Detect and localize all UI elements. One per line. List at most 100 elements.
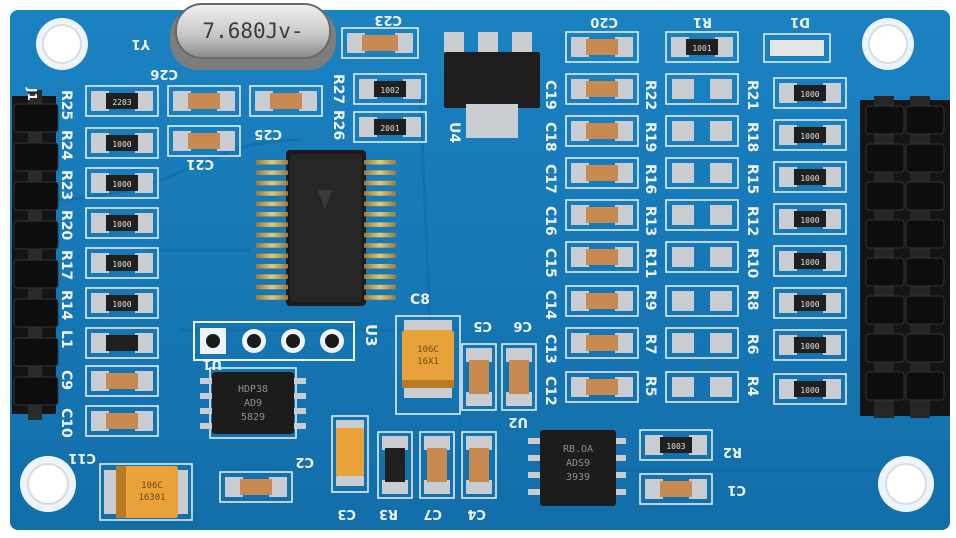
pin-header-icon [865, 181, 905, 211]
left-capacitor-7 [85, 365, 159, 397]
mid-r-label-2: R16 [642, 164, 658, 194]
label-d1: D1 [790, 14, 810, 29]
chip-pin [256, 232, 288, 238]
mid-c-label-1: C18 [542, 122, 558, 152]
mid-capacitor-5 [565, 241, 639, 273]
c11-marking-2: 16301 [138, 493, 165, 503]
left-resistor-0-code: 2203 [112, 98, 131, 107]
pin-header-icon [13, 220, 59, 250]
ic-chip-icon [286, 150, 366, 306]
mounting-hole-icon [36, 18, 88, 70]
pin-header-icon [13, 142, 59, 172]
mid-c-label-0: C19 [542, 80, 558, 110]
chip-pin [364, 212, 396, 217]
left-ref-label-0: R25 [58, 90, 74, 120]
left-ref-label-6: L1 [58, 330, 74, 349]
mid-r-label-5: R9 [642, 290, 658, 311]
pin-header-icon [13, 298, 59, 328]
resistor-r26: 2001 [353, 111, 427, 143]
label-c6: C6 [513, 318, 532, 333]
left-ref-label-7: C9 [58, 370, 74, 390]
chip-pin [364, 180, 396, 186]
left-resistor-1-code: 1000 [112, 140, 131, 149]
chip-pin [364, 232, 396, 238]
pin-header-icon [865, 219, 905, 249]
right-resistor-5: 1000 [773, 287, 847, 319]
chip-pin [256, 201, 288, 207]
mid-c-label-4: C15 [542, 248, 558, 278]
mid-c-label-3: C16 [542, 206, 558, 236]
u2-marking-1: RB.OA [563, 444, 593, 455]
mid-r-label-7: R5 [642, 376, 658, 397]
ic-chip-icon: RB.OA ADS9 3939 [528, 430, 626, 506]
right-r-label-5: R8 [744, 290, 760, 311]
capacitor-c21 [167, 125, 241, 157]
mid-c-label-5: C14 [542, 290, 558, 320]
label-c11: C11 [68, 450, 96, 465]
mid-empty-pair-6 [665, 285, 739, 317]
chip-pin [364, 284, 396, 290]
mid-r-label-6: R7 [642, 334, 658, 355]
label-c3: C3 [337, 506, 356, 521]
right-resistor-5-code: 1000 [800, 300, 819, 309]
chip-pin [256, 222, 288, 227]
chip-pin [364, 191, 396, 196]
chip-pin [256, 180, 288, 186]
right-r-label-6: R6 [744, 334, 760, 355]
u2-marking-3: 3939 [566, 472, 590, 483]
label-r3: R3 [379, 506, 398, 521]
inductor-l1 [85, 327, 159, 359]
resistor-r26-code: 2001 [380, 124, 399, 133]
c11-marking-1: 106C [141, 481, 163, 491]
left-ref-label-2: R23 [58, 170, 74, 200]
mid-r-label-4: R11 [642, 248, 658, 278]
chip-pin [364, 243, 396, 248]
mid-empty-pair-2 [665, 115, 739, 147]
label-u2: U2 [508, 414, 528, 429]
left-resistor-2-code: 1000 [112, 180, 131, 189]
label-c26: C26 [150, 66, 178, 81]
left-capacitor-8 [85, 405, 159, 437]
crystal-icon: 7.680Jv- [170, 3, 336, 70]
right-r-label-4: R10 [744, 248, 760, 279]
left-ref-label-5: R14 [58, 290, 74, 321]
mid-capacitor-4 [565, 199, 639, 231]
mid-empty-pair-7 [665, 327, 739, 359]
chip-pin [364, 274, 396, 279]
pin-header-icon [13, 259, 59, 289]
chip-pin [256, 243, 288, 248]
chip-pin [256, 191, 288, 196]
mid-r-label-3: R13 [642, 206, 658, 236]
chip-pin [364, 170, 396, 175]
mid-capacitor-0 [565, 31, 639, 63]
pin-header-icon [865, 257, 905, 287]
mid-r-label-0: R22 [642, 80, 658, 110]
right-r-label-0: R21 [744, 80, 760, 110]
right-header-pins [865, 105, 945, 401]
label-c21: C21 [186, 156, 214, 171]
mid-empty-pair-1 [665, 73, 739, 105]
left-resistor-3: 1000 [85, 207, 159, 239]
u2-marking-2: ADS9 [566, 458, 590, 469]
left-ref-label-3: R20 [58, 210, 74, 241]
pin-header-icon [13, 103, 59, 133]
mid-r-label-1: R19 [642, 122, 658, 152]
capacitor-c5 [461, 343, 497, 411]
capacitor-c26b [249, 85, 323, 117]
right-resistor-6-code: 1000 [800, 342, 819, 351]
label-c20: C20 [590, 14, 618, 29]
chip-pin [364, 201, 396, 207]
pin-header-icon [865, 105, 905, 135]
pin-header-icon [905, 257, 945, 287]
chip-pin [256, 253, 288, 259]
right-resistor-1-code: 1000 [800, 132, 819, 141]
capacitor-c2 [219, 471, 293, 503]
tantalum-c11: 106C 16301 [99, 463, 193, 521]
mid-empty-pair-5 [665, 241, 739, 273]
mounting-hole-icon [878, 456, 934, 512]
regulator-u4 [444, 32, 540, 138]
right-resistor-7: 1000 [773, 373, 847, 405]
